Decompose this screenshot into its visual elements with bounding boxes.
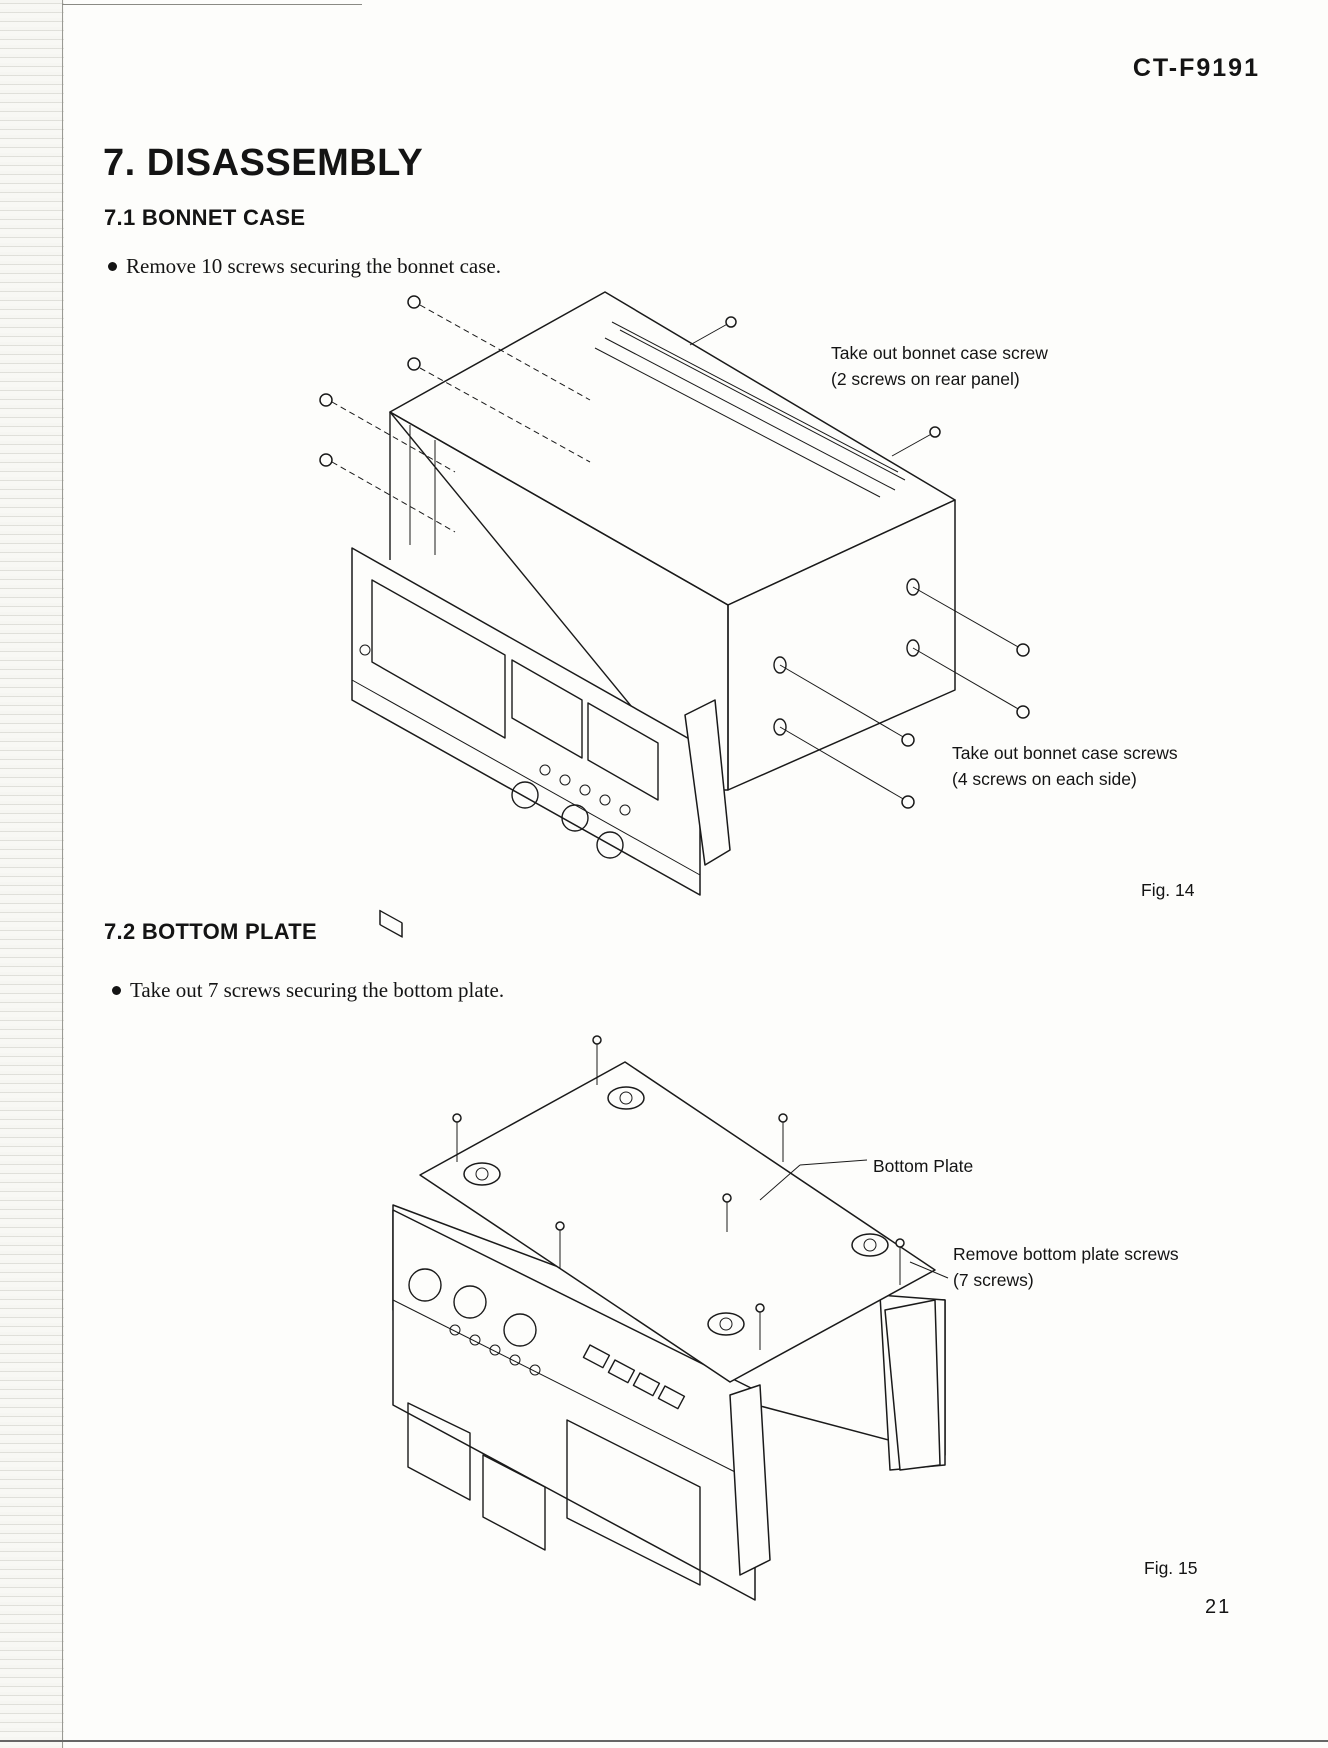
callout-line: (2 screws on rear panel) [831, 369, 1020, 389]
callout-bottom-plate-screws: Remove bottom plate screws (7 screws) [953, 1241, 1179, 1293]
figure-label-15: Fig. 15 [1144, 1558, 1198, 1578]
model-number: CT-F9191 [1132, 54, 1260, 82]
page-title: 7. DISASSEMBLY [103, 142, 424, 184]
bonnet-screws-rear [689, 316, 941, 457]
cabinet-shell [389, 291, 956, 791]
bonnet-screws-side [773, 578, 1030, 809]
bottom-plate-screws [452, 1035, 949, 1350]
side-bracket [684, 699, 731, 866]
section-heading-bonnet-case: 7.1 BONNET CASE [104, 205, 306, 230]
bottom-plate [419, 1061, 936, 1383]
bullet-icon [112, 985, 121, 995]
top-rule [62, 4, 362, 5]
bullet-icon [108, 261, 117, 271]
callout-side-screws: Take out bonnet case screws (4 screws on… [952, 740, 1178, 792]
callout-rear-panel-screws: Take out bonnet case screw (2 screws on … [831, 340, 1048, 392]
margin-rule [62, 0, 63, 1748]
instruction-bottom-plate: Take out 7 screws securing the bottom pl… [112, 978, 504, 1003]
callout-line: Remove bottom plate screws [953, 1244, 1179, 1264]
instruction-text: Take out 7 screws securing the bottom pl… [130, 978, 505, 1002]
callout-line: (7 screws) [953, 1270, 1034, 1290]
callout-line: (4 screws on each side) [952, 769, 1137, 789]
callout-line: Take out bonnet case screws [952, 743, 1178, 763]
front-panel [351, 547, 701, 938]
section-heading-bottom-plate: 7.2 BOTTOM PLATE [104, 919, 318, 944]
bottom-rule [0, 1740, 1328, 1742]
callout-line: Take out bonnet case screw [831, 343, 1048, 363]
scanned-margin-strip [0, 0, 64, 1748]
page-number: 21 [1205, 1596, 1232, 1618]
figure-label-14: Fig. 14 [1141, 880, 1195, 900]
instruction-bonnet-case: Remove 10 screws securing the bonnet cas… [108, 254, 501, 279]
callout-bottom-plate: Bottom Plate [873, 1156, 974, 1176]
ventilation-slots [594, 321, 906, 498]
instruction-text: Remove 10 screws securing the bonnet cas… [126, 254, 501, 278]
bonnet-screws-front [319, 295, 591, 533]
